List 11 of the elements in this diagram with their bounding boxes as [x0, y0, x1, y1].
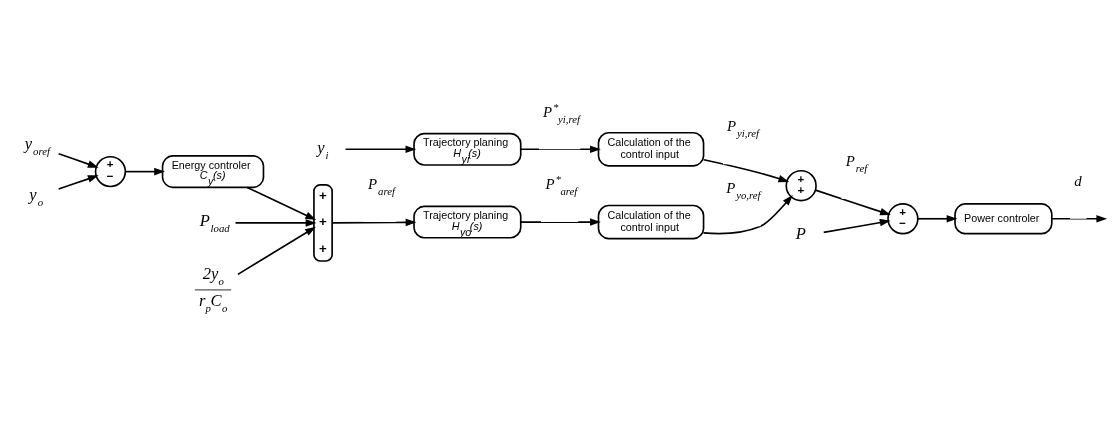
node-text: 2y$_{o}$ r$_{p}$C$_{o}$ — [198, 264, 228, 315]
node-text: P$_{load}$ — [199, 211, 230, 235]
edge-label: P$_{ref}$ — [845, 153, 868, 175]
edge-label: P$_{aref}$ — [368, 176, 395, 198]
node-text: P — [795, 224, 806, 244]
edge-label: P$_{yo,ref}$ — [726, 180, 761, 202]
node-text: y$_{i}$ — [317, 137, 329, 161]
edge-label: P$_{yi,ref}$ — [727, 118, 760, 140]
node-text: y$_{o}$ — [29, 184, 44, 208]
edge-label: d — [1074, 173, 1082, 190]
node-text: y$_{oref}$ — [24, 134, 51, 158]
